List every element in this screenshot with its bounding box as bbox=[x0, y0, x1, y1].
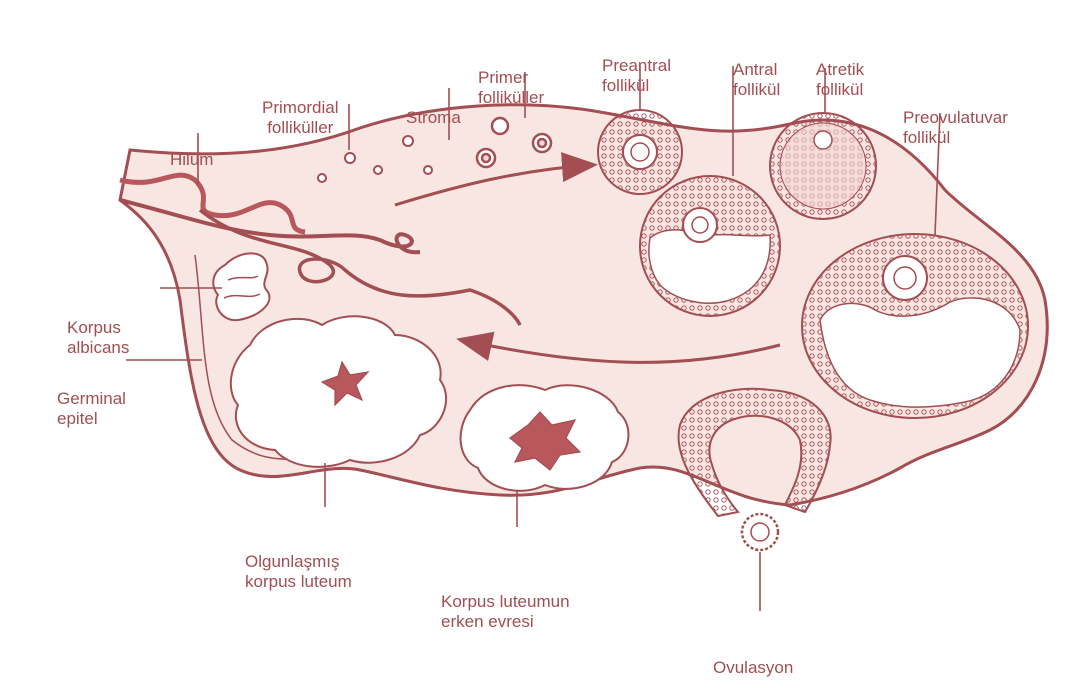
antral-follicle bbox=[640, 176, 780, 316]
atretic-follicle bbox=[770, 113, 876, 219]
mature-corpus-luteum bbox=[231, 316, 446, 467]
label-hilum: Hilum bbox=[170, 110, 213, 190]
early-corpus-luteum bbox=[461, 385, 629, 491]
label-ovulation: Ovulasyon bbox=[713, 618, 793, 698]
preantral-follicle bbox=[598, 110, 682, 194]
label-stroma: Stroma bbox=[406, 68, 461, 148]
preovulatory-follicle bbox=[802, 234, 1028, 418]
